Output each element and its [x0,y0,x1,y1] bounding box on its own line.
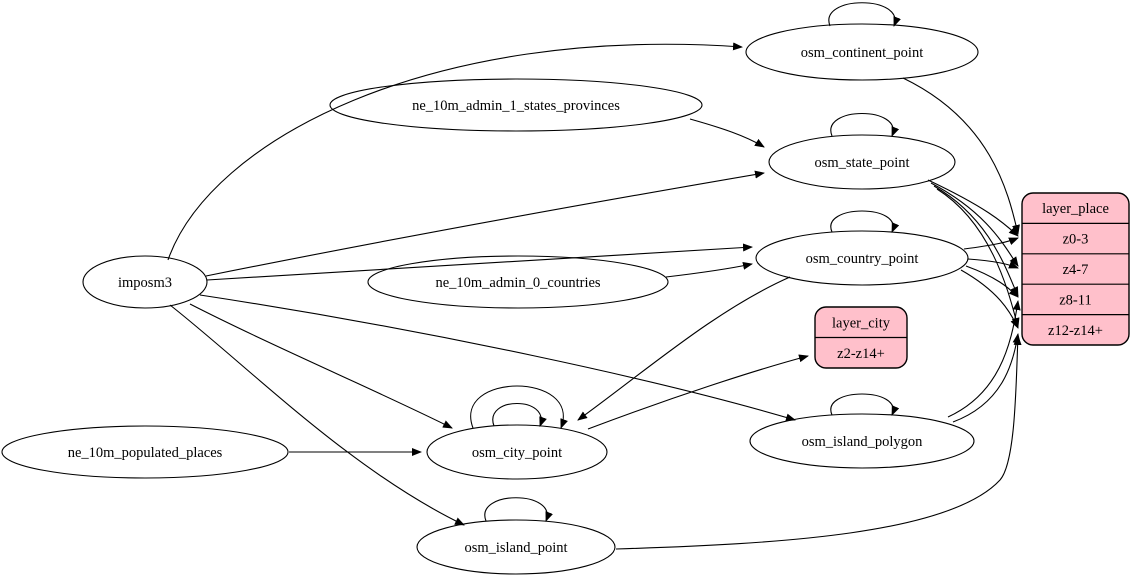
node-layer_place: layer_place z0-3 z4-7 z8-11 z12-z14+ [1021,192,1130,346]
record-row-layer_place-z0-3: z0-3 [1063,232,1089,248]
edge-osm_island_point-to-osm_island_point [484,497,553,522]
edge-osm_country_point-to-layer_place-z0-3 [963,237,1019,250]
record-row-layer_place-z4-7: z4-7 [1063,262,1089,278]
edge-osm_city_point-to-layer_city-z2-z14- [587,354,809,430]
edge-osm_continent_point-to-layer_place-z0-3 [902,77,1020,235]
edge-osm_state_point-to-layer_place-z0-3 [927,179,1019,237]
node-label-osm_country_point: osm_country_point [806,251,919,267]
edge-osm_country_point-to-layer_place-z8-11 [965,265,1019,298]
edge-osm_state_point-to-layer_place-z4-7 [930,182,1019,267]
edge-ne_10m_admin_1_states_provinces-to-osm_state_point [689,118,765,148]
edge-osm_state_point-to-osm_state_point [830,113,900,137]
record-row-layer_place-z8-11: z8-11 [1059,292,1091,308]
nodes-layer: imposm3 ne_10m_admin_1_states_provincesne… [1,23,1130,575]
node-label-ne_10m_admin_0_countries: ne_10m_admin_0_countries [435,275,600,291]
edge-osm_country_point-to-osm_country_point [830,210,900,233]
edge-osm_state_point-to-layer_place-z12-z14- [936,188,1020,328]
node-ne_10m_populated_places: ne_10m_populated_places [1,425,289,479]
node-ne_10m_admin_0_countries: ne_10m_admin_0_countries [367,255,669,309]
edge-osm_city_point-to-osm_city_point [492,402,547,427]
record-row-layer_city-z2-z14+: z2-z14+ [837,346,885,362]
node-osm_country_point: osm_country_point [755,230,969,286]
edge-osm_island_point-to-layer_place-z12-z14- [615,335,1022,550]
edge-imposm3-to-osm_city_point [189,303,453,429]
record-header-layer_place: layer_place [1042,201,1109,217]
edge-ne_10m_admin_0_countries-to-osm_country_point [665,261,753,278]
edge-imposm3-to-osm_country_point [206,243,753,281]
record-row-layer_place-z12-z14+: z12-z14+ [1048,323,1103,339]
edge-osm_island_polygon-to-layer_place-z8-11 [947,300,1021,418]
node-label-osm_city_point: osm_city_point [472,445,562,461]
edge-imposm3-to-osm_state_point [205,170,765,277]
node-imposm3: imposm3 [82,255,208,309]
node-label-imposm3: imposm3 [118,275,172,291]
node-label-osm_island_polygon: osm_island_polygon [802,434,924,450]
node-label-osm_state_point: osm_state_point [814,155,909,171]
edge-imposm3-to-osm_island_polygon [199,294,796,422]
edge-osm_continent_point-to-osm_continent_point [828,2,901,27]
node-ne_10m_admin_1_states_provinces: ne_10m_admin_1_states_provinces [329,78,703,132]
edges-layer [167,2,1022,550]
node-osm_island_polygon: osm_island_polygon [749,413,975,469]
edge-osm_city_point-to-osm_city_point [470,385,568,429]
node-osm_continent_point: osm_continent_point [745,23,979,81]
node-layer_city: layer_city z2-z14+ [814,306,908,369]
node-label-osm_continent_point: osm_continent_point [801,45,923,61]
node-label-ne_10m_admin_1_states_provinces: ne_10m_admin_1_states_provinces [412,98,620,114]
node-osm_state_point: osm_state_point [768,134,956,190]
record-header-layer_city: layer_city [832,315,891,331]
node-label-osm_island_point: osm_island_point [464,540,567,556]
edge-osm_country_point-to-layer_place-z12-z14- [960,269,1019,329]
node-label-ne_10m_populated_places: ne_10m_populated_places [68,445,223,461]
edge-imposm3-to-osm_continent_point [167,42,743,261]
node-osm_city_point: osm_city_point [426,424,608,480]
edge-osm_country_point-to-layer_place-z4-7 [967,258,1019,269]
node-osm_island_point: osm_island_point [416,519,616,575]
edge-imposm3-to-osm_island_point [169,304,465,526]
edge-osm_island_polygon-to-osm_island_polygon [830,393,900,416]
edge-osm_country_point-to-osm_city_point [577,276,791,421]
